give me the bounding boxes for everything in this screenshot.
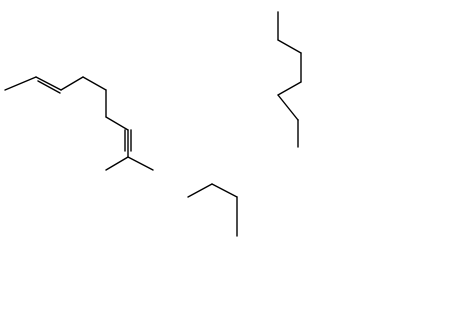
left-acyl-chain xyxy=(4,76,154,171)
left-carbonyl xyxy=(124,129,132,152)
left-ethylene-linker xyxy=(187,183,238,237)
right-acyl-chain xyxy=(277,11,302,148)
